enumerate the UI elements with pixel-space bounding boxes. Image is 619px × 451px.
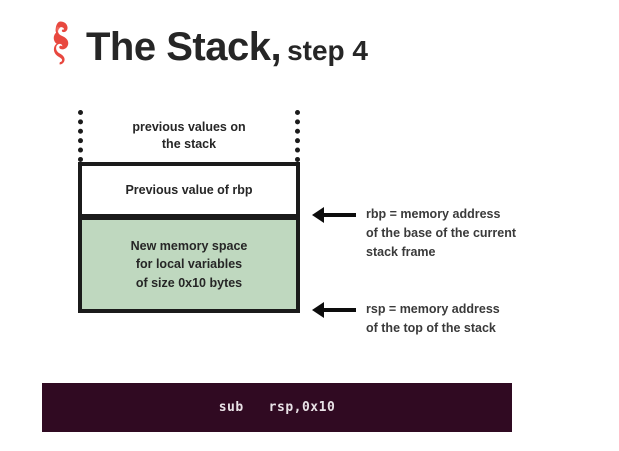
stack-box-local-line3: of size 0x10 bytes bbox=[135, 275, 243, 290]
stack-box-new-local-space-label: New memory space for local variables of … bbox=[131, 237, 248, 291]
rbp-annotation-line3: stack frame bbox=[366, 244, 436, 259]
rsp-annotation-text: rsp = memory address of the top of the s… bbox=[366, 300, 500, 338]
arrow-left-icon bbox=[312, 207, 356, 223]
stack-previous-values-line1: previous values on bbox=[132, 120, 246, 135]
stack-box-new-local-space: New memory space for local variables of … bbox=[78, 217, 300, 313]
stack-previous-values-line2: the stack bbox=[161, 137, 217, 151]
rsp-annotation: rsp = memory address of the top of the s… bbox=[312, 300, 500, 338]
stack-previous-values-label: previous values on the stack bbox=[132, 119, 245, 153]
instruction-code-bar: sub rsp,0x10 bbox=[42, 383, 512, 432]
stack-box-previous-rbp: Previous value of rbp bbox=[78, 162, 300, 217]
seahorse-icon bbox=[46, 20, 76, 66]
stack-box-previous-rbp-label: Previous value of rbp bbox=[125, 183, 253, 197]
rbp-annotation: rbp = memory address of the base of the … bbox=[312, 205, 516, 261]
stack-previous-values-region: previous values on the stack bbox=[78, 110, 300, 162]
rsp-annotation-line1: rsp = memory address bbox=[366, 302, 500, 316]
arrow-left-icon bbox=[312, 302, 356, 318]
rsp-annotation-line2: of the top of the stack bbox=[366, 320, 496, 335]
rbp-annotation-line1: rbp = memory address bbox=[366, 207, 501, 221]
stack-box-local-line2: for local variables bbox=[135, 257, 243, 272]
rbp-annotation-text: rbp = memory address of the base of the … bbox=[366, 205, 516, 261]
title-main: The Stack, bbox=[86, 25, 282, 69]
stack-box-local-line1: New memory space bbox=[130, 239, 248, 254]
instruction-code-text: sub rsp,0x10 bbox=[218, 400, 336, 415]
title-sub: step 4 bbox=[287, 35, 369, 66]
rbp-annotation-line2: of the base of the current bbox=[366, 225, 517, 240]
page-title: The Stack, step 4 bbox=[46, 14, 368, 67]
stack-diagram: previous values on the stack Previous va… bbox=[78, 110, 300, 313]
